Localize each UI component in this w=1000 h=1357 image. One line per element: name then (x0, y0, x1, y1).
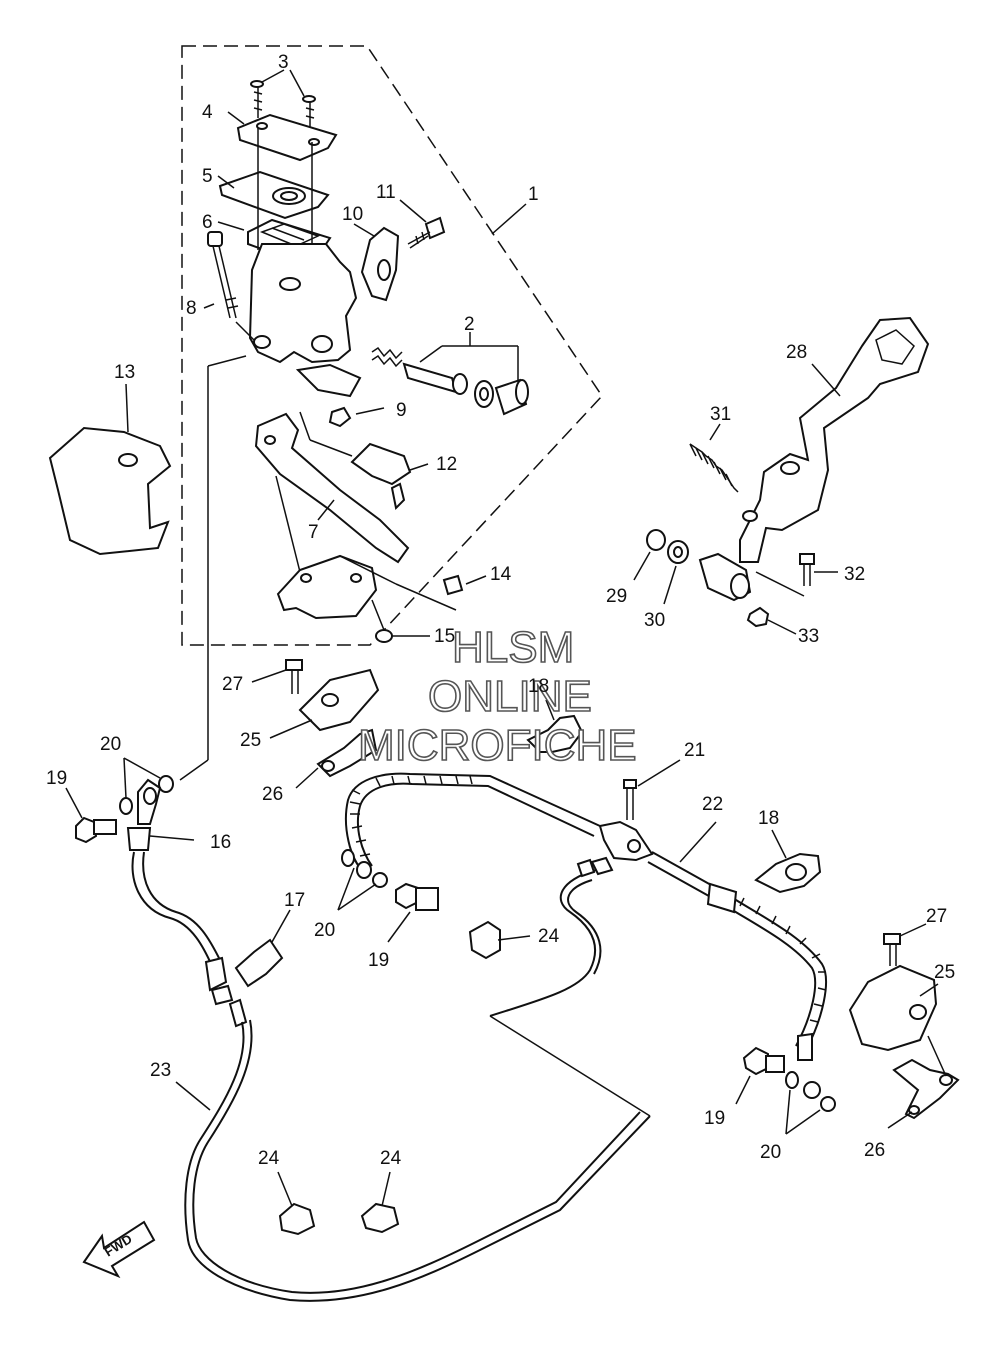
guide-bolt (883, 933, 901, 966)
brake-joint (598, 820, 654, 862)
copper-washer (785, 1071, 799, 1089)
label-part-27-left: 27 (222, 674, 243, 695)
label-part-15: 15 (434, 626, 455, 647)
master-cylinder-assembly-outline (181, 45, 603, 646)
piston-kit (371, 346, 529, 416)
brake-lever (254, 412, 410, 564)
label-part-8: 8 (186, 298, 197, 319)
label-part-25-right: 25 (934, 962, 955, 983)
watermark-line-1: HLSM (452, 623, 574, 672)
label-part-22: 22 (702, 794, 723, 815)
circlip (646, 529, 666, 551)
union-bolt (75, 816, 117, 844)
label-part-19-right: 19 (704, 1108, 725, 1129)
hose-holder-upper (526, 714, 584, 753)
pipe-clip (360, 1202, 400, 1234)
hose-clamp (234, 938, 284, 988)
watermark: HLSM ONLINE MICROFICHE (357, 622, 637, 771)
label-part-26-right: 26 (864, 1140, 885, 1161)
label-part-2: 2 (464, 314, 475, 335)
reservoir-cap (236, 113, 338, 162)
hose-guide-right (848, 964, 938, 1052)
lever-holder (276, 554, 378, 620)
label-part-20-left: 20 (100, 734, 121, 755)
label-part-30: 30 (644, 610, 665, 631)
brake-pipe (184, 1021, 651, 1302)
front-brake-switch (350, 442, 412, 486)
lever-pivot-bolt (442, 574, 464, 596)
label-part-32: 32 (844, 564, 865, 585)
union-bolt (742, 1046, 785, 1076)
label-part-11: 11 (376, 182, 396, 203)
label-part-18-upper: 18 (528, 676, 549, 697)
hose-guide-bracket (892, 1058, 960, 1120)
label-part-24-middle: 24 (538, 926, 560, 947)
screw-3-left (250, 80, 264, 118)
label-part-4: 4 (202, 102, 213, 123)
label-part-24-bottom-left: 24 (258, 1148, 280, 1169)
brake-hose-front (131, 851, 213, 967)
label-part-29: 29 (606, 586, 627, 607)
label-part-31: 31 (710, 404, 731, 425)
pipe-clip (468, 920, 501, 960)
master-cylinder-cover (48, 426, 172, 556)
copper-washer (158, 775, 174, 793)
part-labels: 1 2 3 4 5 6 7 8 9 10 11 12 13 14 15 16 1… (46, 52, 955, 1169)
brake-pedal (739, 316, 930, 563)
label-part-19-left: 19 (46, 768, 67, 789)
pivot-bolt (207, 231, 239, 319)
label-part-13: 13 (114, 362, 135, 383)
master-cylinder-body (248, 243, 358, 364)
label-part-5: 5 (202, 166, 213, 187)
lever-nut (328, 406, 352, 428)
screw-3-right (302, 95, 316, 128)
pipe-clip (278, 1202, 316, 1236)
label-part-24-bottom-right: 24 (380, 1148, 402, 1169)
label-part-27-right: 27 (926, 906, 947, 927)
label-part-1: 1 (528, 184, 539, 205)
label-part-7: 7 (308, 522, 319, 543)
pivot-nut (375, 629, 393, 643)
watermark-line-2: ONLINE (428, 672, 592, 721)
pedal-bolt (799, 553, 815, 586)
copper-washer (119, 797, 133, 815)
label-part-28: 28 (786, 342, 807, 363)
label-part-16: 16 (210, 832, 231, 853)
joint-bolt (623, 779, 637, 820)
label-part-23: 23 (150, 1060, 171, 1081)
label-part-20-right: 20 (760, 1142, 781, 1163)
label-part-14: 14 (490, 564, 512, 585)
watermark-line-3: MICROFICHE (358, 721, 637, 770)
guide-bolt (285, 659, 303, 694)
label-part-3: 3 (278, 52, 289, 73)
label-part-9: 9 (396, 400, 407, 421)
union-bolt (395, 882, 439, 911)
brake-hose-rear (344, 772, 601, 873)
label-part-6: 6 (202, 212, 213, 233)
label-part-18-right: 18 (758, 808, 779, 829)
label-part-26-left: 26 (262, 784, 283, 805)
label-part-21: 21 (684, 740, 705, 761)
pedal-nut (746, 606, 770, 628)
label-part-17: 17 (284, 890, 305, 911)
forward-direction-arrow: FWD (82, 1220, 156, 1279)
label-part-33: 33 (798, 626, 819, 647)
label-part-12: 12 (436, 454, 457, 475)
label-part-10: 10 (342, 204, 363, 225)
holder-bolt (407, 216, 446, 249)
label-part-25-left: 25 (240, 730, 261, 751)
label-part-20-middle: 20 (314, 920, 335, 941)
label-part-19-middle: 19 (368, 950, 389, 971)
copper-washer (820, 1096, 836, 1112)
